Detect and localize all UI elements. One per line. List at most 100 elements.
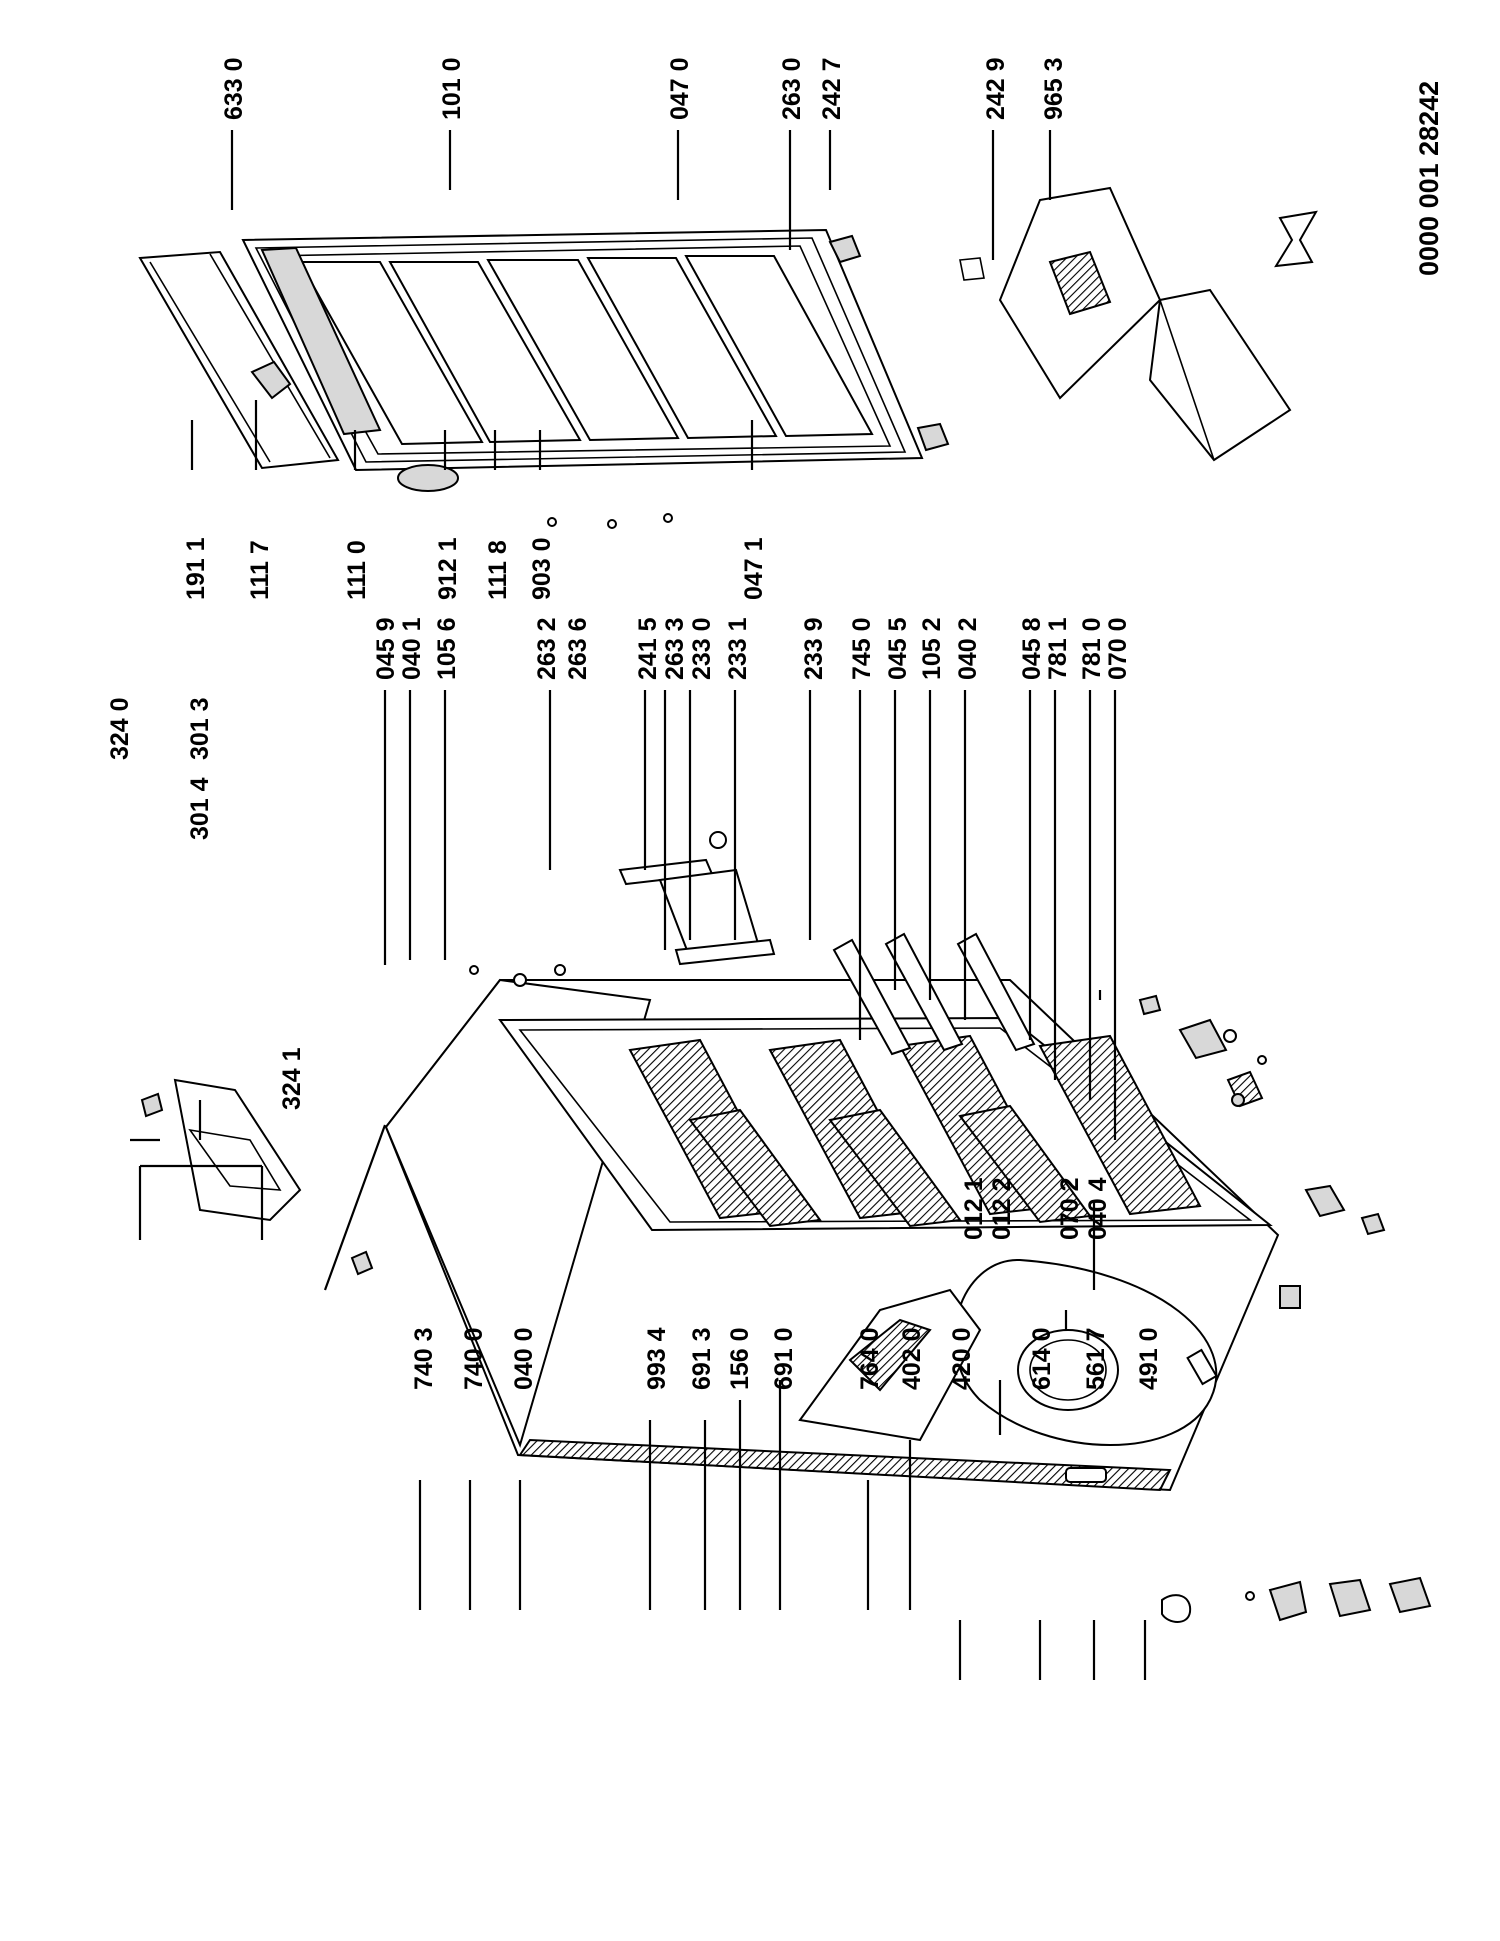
small-part — [1257, 1055, 1267, 1065]
cabinet-body — [384, 978, 1386, 1492]
label-1118: 111 8 — [484, 540, 512, 600]
label-0121: 012 1 — [960, 1177, 988, 1240]
label-7810: 781 0 — [1078, 617, 1106, 680]
screw — [607, 519, 617, 529]
fan-cover — [173, 1078, 302, 1222]
label-0700: 070 0 — [1104, 617, 1132, 680]
label-2427: 242 7 — [818, 57, 846, 120]
label-9653: 965 3 — [1040, 57, 1068, 120]
small-part — [513, 973, 527, 987]
hinge-bracket-top — [828, 234, 862, 264]
label-3241: 324 1 — [278, 1047, 306, 1110]
evaporator-shelf — [828, 1108, 962, 1228]
label-4910: 491 0 — [1135, 1327, 1163, 1390]
label-1117: 111 7 — [246, 540, 274, 600]
label-0702: 070 2 — [1056, 1177, 1084, 1240]
label-3014: 301 4 — [186, 777, 214, 840]
door-shelf — [298, 261, 484, 446]
label-1052: 105 2 — [918, 617, 946, 680]
rail — [674, 938, 776, 966]
label-9030: 903 0 — [528, 537, 556, 600]
label-2632: 263 2 — [533, 617, 561, 680]
small-part — [1223, 1029, 1237, 1043]
screw — [663, 513, 673, 523]
label-7400: 740 0 — [460, 1327, 488, 1390]
small-part — [1138, 994, 1162, 1016]
evaporator-shelf — [958, 1104, 1092, 1224]
label-7403: 740 3 — [410, 1327, 438, 1390]
label-0402: 040 2 — [954, 617, 982, 680]
shelf-rail — [956, 932, 1036, 1052]
drawer-clip — [959, 257, 985, 281]
foot-screw — [1360, 1212, 1386, 1236]
label-2415: 241 5 — [634, 617, 662, 680]
screw — [547, 517, 557, 527]
label-4200: 420 0 — [948, 1327, 976, 1390]
document-number: 0000 001 28242 — [1414, 81, 1444, 276]
shelf-rail — [884, 932, 964, 1052]
label-0459: 045 9 — [372, 617, 400, 680]
clip — [350, 1250, 374, 1276]
label-0471: 047 1 — [740, 537, 768, 600]
door-shelf — [388, 261, 582, 444]
rod — [1065, 1467, 1107, 1483]
door-hinge — [397, 464, 459, 492]
screw — [1245, 1591, 1255, 1601]
label-0455: 045 5 — [884, 617, 912, 680]
fixing-clip — [1279, 1285, 1301, 1309]
label-9121: 912 1 — [434, 537, 462, 600]
hinge-bracket-bottom — [916, 422, 950, 452]
compressor — [1017, 1329, 1119, 1411]
thermostat — [1328, 1578, 1372, 1618]
small-part — [1231, 1093, 1245, 1107]
drawer-basket-lower — [1148, 288, 1292, 462]
label-0401: 040 1 — [398, 617, 426, 680]
label-5617: 561 7 — [1082, 1327, 1110, 1390]
label-2633: 263 3 — [661, 617, 689, 680]
label-0400: 040 0 — [510, 1327, 538, 1390]
label-7450: 745 0 — [848, 617, 876, 680]
label-6140: 614 0 — [1028, 1327, 1056, 1390]
bottom-parts — [1161, 1576, 1432, 1623]
label-6910: 691 0 — [770, 1327, 798, 1390]
small-part — [709, 831, 727, 849]
label-2339: 233 9 — [800, 617, 828, 680]
label-2630: 263 0 — [778, 57, 806, 120]
foot-bracket — [1304, 1184, 1346, 1218]
label-0470: 047 0 — [666, 57, 694, 120]
control-panel-grille — [848, 1318, 932, 1392]
relay-starter — [1186, 1348, 1218, 1386]
label-7640: 764 0 — [856, 1327, 884, 1390]
label-0404: 040 4 — [1084, 1177, 1112, 1240]
label-1911: 191 1 — [182, 537, 210, 600]
label-7811: 781 1 — [1044, 617, 1072, 680]
door-assembly — [138, 228, 950, 529]
leader-lines — [130, 130, 1147, 1680]
label-9934: 993 4 — [643, 1327, 671, 1390]
capacitor — [1161, 1594, 1192, 1623]
small-part — [554, 964, 566, 976]
label-2331: 233 1 — [724, 617, 752, 680]
top-parts — [140, 1078, 374, 1276]
relay — [1268, 1580, 1308, 1622]
bracket — [1178, 1018, 1228, 1060]
label-3013: 301 3 — [186, 697, 214, 760]
door-shelf — [684, 255, 874, 438]
drawer-basket-grille — [1048, 250, 1112, 316]
label-3240: 324 0 — [106, 697, 134, 760]
label-4020: 402 0 — [898, 1327, 926, 1390]
clip — [140, 1092, 164, 1118]
door-gasket-strip — [138, 250, 340, 470]
label-2330: 233 0 — [688, 617, 716, 680]
door-shelf — [586, 257, 778, 440]
label-6330: 633 0 — [220, 57, 248, 120]
label-1056: 105 6 — [433, 617, 461, 680]
label-1560: 156 0 — [726, 1327, 754, 1390]
label-2429: 242 9 — [982, 57, 1010, 120]
label-6913: 691 3 — [688, 1327, 716, 1390]
door-shelf — [486, 259, 680, 442]
shelf-rail — [832, 938, 912, 1056]
label-1110: 111 0 — [343, 540, 371, 600]
label-0122: 012 2 — [988, 1177, 1016, 1240]
small-part — [469, 965, 479, 975]
